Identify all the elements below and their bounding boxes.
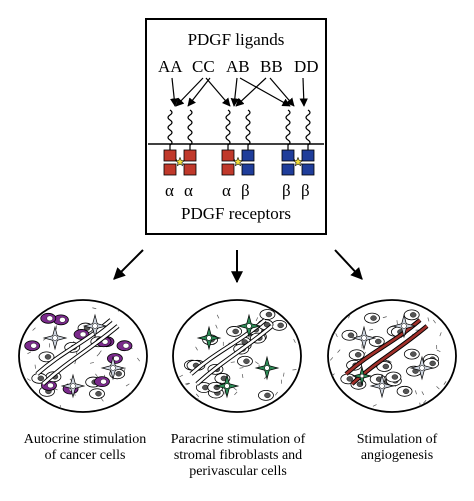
tumor-nucleus bbox=[80, 332, 86, 337]
receptor-kinase-lower bbox=[242, 164, 254, 175]
stromal-nucleus bbox=[380, 384, 385, 389]
stromal-nucleus bbox=[93, 324, 98, 329]
receptor-kinase-upper bbox=[302, 150, 314, 161]
stromal-nucleus bbox=[402, 324, 407, 329]
tissue-panels bbox=[19, 300, 456, 412]
tumor-nucleus bbox=[410, 352, 416, 357]
receptor-kinase-upper bbox=[282, 150, 294, 161]
outcome-arrows bbox=[114, 250, 362, 282]
matrix-fibre bbox=[185, 407, 186, 411]
matrix-fibre bbox=[189, 401, 193, 403]
ligand-dd: DD bbox=[294, 57, 319, 77]
receptors-title: PDGF receptors bbox=[146, 204, 326, 224]
tumor-nucleus bbox=[355, 352, 361, 357]
stromal-nucleus bbox=[265, 366, 270, 371]
receptor-kinase-upper bbox=[242, 150, 254, 161]
stromal-nucleus bbox=[225, 384, 230, 389]
tumor-nucleus bbox=[392, 375, 398, 380]
receptor-kinase-upper bbox=[184, 150, 196, 161]
subunit-label: α bbox=[165, 181, 174, 201]
matrix-fibre bbox=[343, 309, 346, 311]
subunit-label: β bbox=[301, 181, 310, 201]
receptor-kinase-lower bbox=[282, 164, 294, 175]
tissue-panel bbox=[19, 300, 147, 412]
tumor-nucleus bbox=[38, 376, 44, 381]
receptor-kinase-lower bbox=[222, 164, 234, 175]
tissue-outline bbox=[19, 300, 147, 412]
matrix-fibre bbox=[337, 307, 338, 311]
receptor-kinase-lower bbox=[302, 164, 314, 175]
outcome-label-angiogenesis: Stimulation of angiogenesis bbox=[330, 432, 464, 464]
ligand-bb: BB bbox=[260, 57, 283, 77]
tumor-nucleus bbox=[116, 371, 122, 376]
tumor-nucleus bbox=[383, 364, 389, 369]
tumor-nucleus bbox=[101, 379, 107, 384]
stromal-nucleus bbox=[53, 336, 58, 341]
ligands-title: PDGF ligands bbox=[146, 30, 326, 50]
tumor-nucleus bbox=[430, 361, 436, 366]
tumor-nucleus bbox=[264, 393, 270, 398]
tumor-nucleus bbox=[403, 389, 409, 394]
receptor-kinase-upper bbox=[164, 150, 176, 161]
stromal-nucleus bbox=[111, 366, 116, 371]
ligand-cc: CC bbox=[192, 57, 215, 77]
tumor-nucleus bbox=[113, 356, 119, 361]
tumor-nucleus bbox=[266, 312, 272, 317]
tumor-nucleus bbox=[123, 343, 129, 348]
ligand-ab: AB bbox=[226, 57, 250, 77]
tissue-panel bbox=[328, 300, 456, 412]
receptor-box bbox=[146, 19, 326, 234]
stromal-nucleus bbox=[362, 336, 367, 341]
receptor-kinase-lower bbox=[164, 164, 176, 175]
subunit-label: β bbox=[282, 181, 291, 201]
matrix-fibre bbox=[438, 404, 442, 406]
tissue-outline bbox=[173, 300, 301, 412]
tumor-nucleus bbox=[59, 317, 65, 322]
matrix-fibre bbox=[288, 314, 291, 317]
matrix-fibre bbox=[335, 316, 338, 319]
tumor-nucleus bbox=[31, 343, 37, 348]
tumor-nucleus bbox=[233, 329, 239, 334]
tumor-nucleus bbox=[95, 391, 101, 396]
tumor-nucleus bbox=[278, 323, 284, 328]
tumor-nucleus bbox=[243, 359, 249, 364]
matrix-fibre bbox=[138, 311, 141, 314]
tumor-nucleus bbox=[47, 383, 53, 388]
ligand-aa: AA bbox=[158, 57, 183, 77]
receptor-kinase-upper bbox=[222, 150, 234, 161]
tumor-nucleus bbox=[371, 316, 377, 321]
tissue-panel bbox=[173, 300, 301, 412]
outcome-label-autocrine: Autocrine stimulation of cancer cells bbox=[10, 432, 160, 464]
stromal-nucleus bbox=[360, 374, 364, 378]
tumor-nucleus bbox=[348, 333, 354, 338]
subunit-label: α bbox=[184, 181, 193, 201]
subunit-label: β bbox=[241, 181, 250, 201]
matrix-fibre bbox=[138, 314, 142, 316]
tumor-nucleus bbox=[45, 354, 51, 359]
stromal-nucleus bbox=[207, 336, 212, 341]
matrix-fibre bbox=[124, 308, 128, 309]
tumor-nucleus bbox=[347, 376, 353, 381]
matrix-fibre bbox=[198, 305, 202, 306]
stromal-nucleus bbox=[247, 324, 252, 329]
tumor-nucleus bbox=[410, 312, 416, 317]
tumor-nucleus bbox=[47, 316, 53, 321]
stromal-nucleus bbox=[71, 384, 76, 389]
receptor-kinase-lower bbox=[184, 164, 196, 175]
subunit-label: α bbox=[222, 181, 231, 201]
matrix-fibre bbox=[450, 305, 451, 309]
stromal-nucleus bbox=[420, 366, 425, 371]
tumor-nucleus bbox=[375, 339, 381, 344]
outcome-label-paracrine: Paracrine stimulation of stromal fibrobl… bbox=[162, 432, 314, 480]
